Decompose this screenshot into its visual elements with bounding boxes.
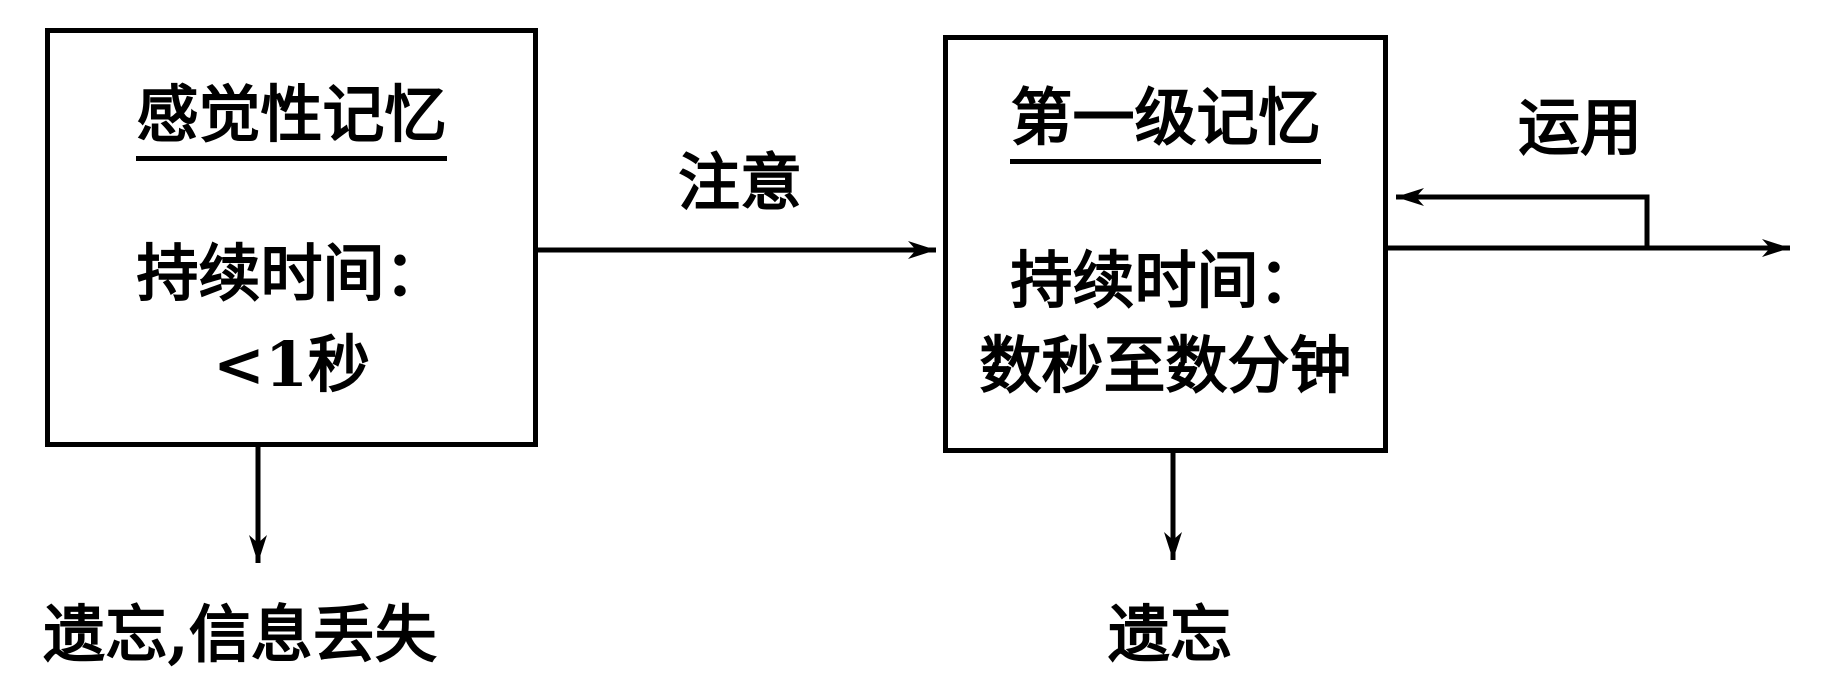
sensory-memory-title-text: 感觉性记忆: [136, 79, 447, 161]
sensory-duration-value: <1秒: [212, 328, 371, 401]
primary-duration-label: 持续时间：: [1010, 244, 1321, 317]
attention-label: 注意: [677, 146, 802, 219]
primary-memory-title-text: 第一级记忆: [1010, 82, 1321, 164]
sensory-memory-title: 感觉性记忆: [50, 79, 533, 161]
use-return-arrow: [1396, 188, 1650, 248]
primary-duration-value: 数秒至数分钟: [979, 329, 1352, 402]
sensory-duration-label: 持续时间：: [136, 237, 447, 310]
sensory-memory-box: 感觉性记忆 持续时间： <1秒: [45, 28, 538, 447]
use-label: 运用: [1517, 91, 1642, 164]
primary-memory-title: 第一级记忆: [948, 82, 1383, 164]
forget-label: 遗忘: [1107, 598, 1232, 671]
forget-info-loss-label: 遗忘,信息丢失: [43, 598, 437, 671]
primary-memory-box: 第一级记忆 持续时间： 数秒至数分钟: [943, 35, 1388, 453]
